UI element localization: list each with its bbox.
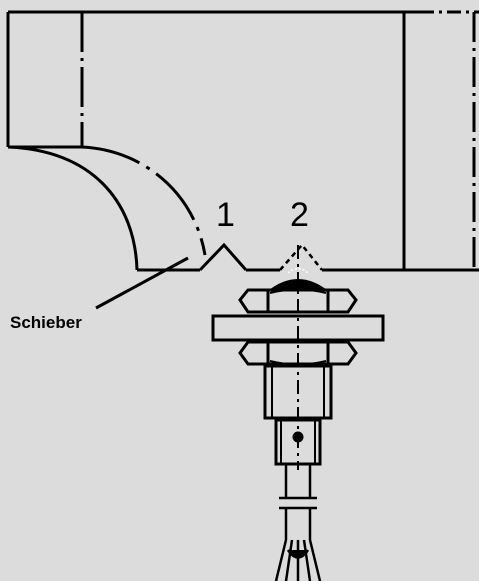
slider-contour (7, 145, 207, 271)
slider-leader-line (95, 256, 189, 310)
proximity-sensor (211, 245, 385, 581)
slider-label: Schieber (10, 313, 82, 332)
position-1-label: 1 (216, 196, 235, 234)
detent-notch-2 (279, 243, 323, 271)
housing-block (6, 10, 479, 272)
sensor-cable (274, 464, 322, 581)
detent-notch-1 (198, 242, 248, 272)
position-2-label: 2 (290, 196, 309, 234)
